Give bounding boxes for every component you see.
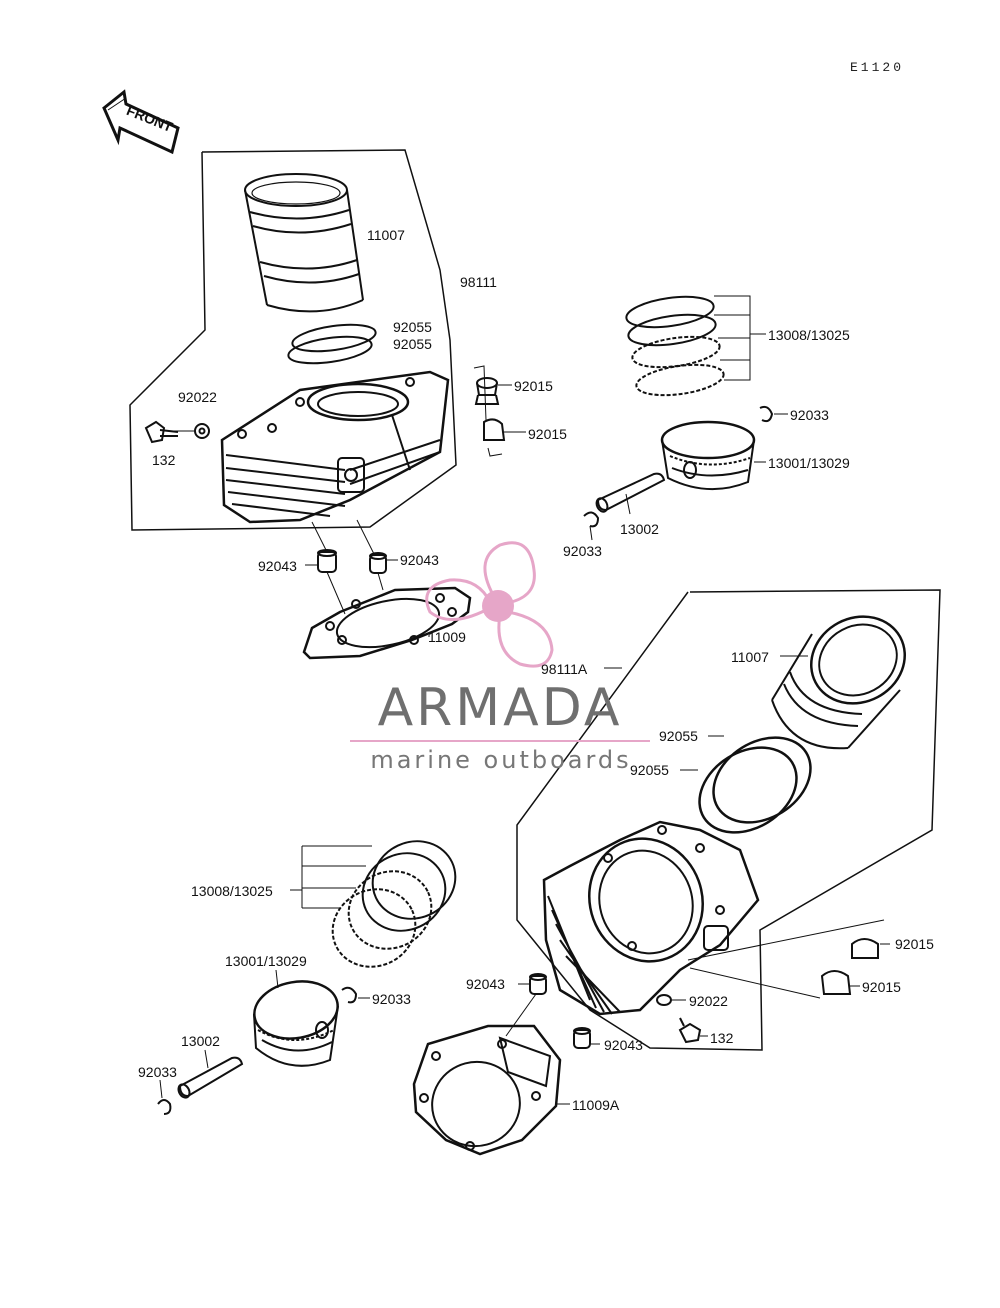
rear-piston-pin	[177, 1056, 244, 1099]
front-assembly-outline	[129, 149, 457, 531]
label-front-bolt: 132	[152, 452, 176, 468]
label-rear-assembly: 98111A	[541, 661, 588, 677]
label-rear-piston: 13001/13029	[225, 953, 307, 969]
label-front-oring-b: 92055	[393, 336, 432, 352]
label-front-piston: 13001/13029	[768, 455, 850, 471]
rear-cylinder-block	[542, 820, 760, 1016]
rear-dowel-a	[529, 973, 547, 995]
label-rear-plug-b: 92015	[862, 979, 901, 995]
front-plug-lower	[483, 418, 506, 441]
label-front-clip-a: 92033	[790, 407, 829, 423]
watermark-brand: ARMADA	[377, 678, 623, 738]
front-piston	[660, 420, 756, 491]
rear-piston-rings	[331, 840, 457, 968]
front-cylinder-block	[220, 370, 450, 524]
label-rear-oring-b: 92055	[630, 762, 669, 778]
label-rear-oring-a: 92055	[659, 728, 698, 744]
rear-plug-upper	[851, 938, 879, 959]
front-piston-pin	[595, 472, 666, 513]
label-front-dowel-left: 92043	[258, 558, 297, 574]
front-bolt-132	[144, 420, 179, 444]
rear-washer-92022	[656, 994, 672, 1006]
label-rear-washer: 92022	[689, 993, 728, 1009]
front-dowel-right	[369, 552, 387, 574]
label-front-plug-b: 92015	[528, 426, 567, 442]
label-front-assembly: 98111	[460, 274, 497, 290]
label-front-plug-a: 92015	[514, 378, 553, 394]
label-rear-clip-a: 92033	[372, 991, 411, 1007]
rear-assembly-outline	[516, 589, 941, 1051]
label-front-dowel-right: 92043	[400, 552, 439, 568]
label-front-oring-a: 92055	[393, 319, 432, 335]
label-rear-bolt: 132	[710, 1030, 734, 1046]
rear-circlip-upper	[341, 986, 358, 1004]
label-front-rings: 13008/13025	[768, 327, 850, 343]
label-front-gasket: 11009	[428, 629, 466, 645]
label-rear-plug-a: 92015	[895, 936, 934, 952]
front-piston-rings	[625, 295, 725, 397]
label-rear-gasket: 11009A	[572, 1097, 620, 1113]
rear-cylinder-liner	[771, 615, 906, 750]
label-rear-rings: 13008/13025	[191, 883, 273, 899]
front-circlip-upper	[759, 405, 774, 423]
label-rear-liner: 11007	[731, 649, 769, 665]
label-front-washer: 92022	[178, 389, 217, 405]
label-rear-pin: 13002	[181, 1033, 220, 1049]
front-base-gasket	[302, 586, 472, 660]
watermark-divider	[350, 740, 650, 742]
label-front-clip-b: 92033	[563, 543, 602, 559]
rear-piston	[253, 980, 339, 1067]
diagram-code: E1120	[850, 60, 905, 75]
front-washer-92022	[194, 423, 210, 439]
label-front-pin: 13002	[620, 521, 659, 537]
label-rear-dowel-a: 92043	[466, 976, 505, 992]
rear-bolt-132	[678, 1017, 702, 1044]
front-direction-arrow-icon: FRONT	[102, 89, 180, 155]
label-front-liner: 11007	[367, 227, 405, 243]
rear-liner-orings	[698, 736, 812, 834]
watermark-tagline: marine outboards	[370, 746, 632, 774]
front-plug-upper	[474, 377, 500, 405]
front-cylinder-liner	[244, 173, 364, 313]
propeller-logo-icon	[425, 541, 554, 668]
rear-circlip-lower	[157, 1099, 172, 1115]
rear-plug-lower	[820, 970, 852, 995]
label-rear-clip-b: 92033	[138, 1064, 177, 1080]
front-dowel-left	[317, 549, 337, 573]
front-liner-orings	[287, 323, 377, 365]
rear-dowel-b	[573, 1027, 591, 1049]
front-circlip-lower	[583, 511, 600, 528]
label-rear-dowel-b: 92043	[604, 1037, 643, 1053]
rear-base-gasket	[412, 1024, 562, 1156]
